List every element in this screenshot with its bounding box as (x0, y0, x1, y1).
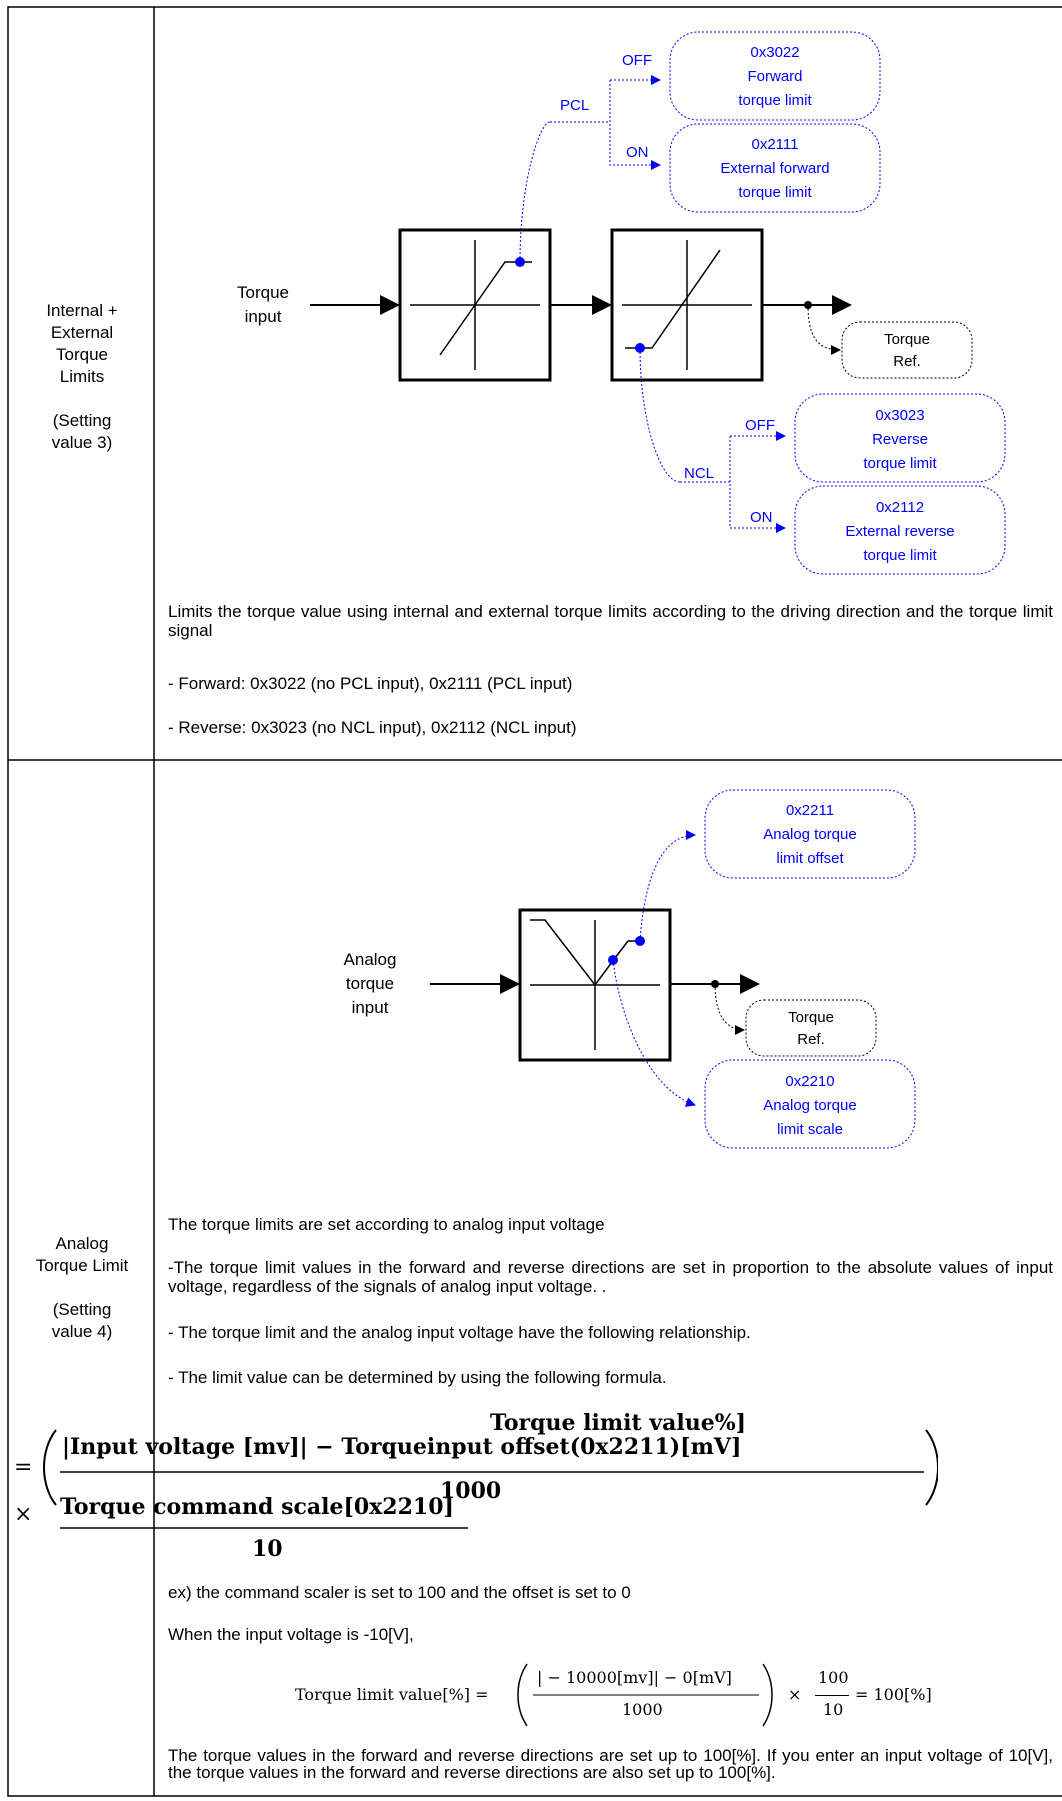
row1-paragraph-3: - Reverse: 0x3023 (no NCL input), 0x2112… (168, 718, 577, 737)
svg-text:Torque: Torque (237, 283, 289, 302)
svg-text:PCL: PCL (560, 97, 589, 114)
example-numerator: | − 10000[mv]| − 0[mV] (537, 1668, 732, 1687)
svg-text:OFF: OFF (622, 52, 652, 69)
svg-text:Torque: Torque (884, 331, 930, 348)
formula-equals: = (14, 1455, 33, 1480)
box-text: 0x3022 (750, 44, 799, 61)
example-line-1: ex) the command scaler is set to 100 and… (168, 1583, 631, 1602)
row1-label: Internal + External Torque Limits (Setti… (46, 301, 118, 452)
fwd-internal-box (669, 31, 881, 121)
rev-external-box (794, 485, 1006, 575)
example-scale-num: 100 (818, 1668, 849, 1687)
formula-title: Torque limit value%] (490, 1410, 747, 1436)
formula-numerator: |Input voltage [mv]| − Torqueinput offse… (62, 1434, 742, 1460)
formula-scale-denominator: 10 (252, 1536, 283, 1562)
svg-text:0x2111: 0x2111 (752, 136, 799, 153)
formula-times: × (14, 1502, 33, 1527)
svg-text:External reverse: External reverse (845, 523, 954, 540)
analog-limit-diagram: 0x2211 Analog torque limit offset 0x2210… (344, 789, 916, 1149)
box-text: Forward (747, 68, 802, 85)
row2-paragraph-2: -The torque limit values in the forward … (168, 1258, 1053, 1296)
example-denominator: 1000 (622, 1700, 663, 1719)
rev-internal-box (794, 393, 1006, 483)
svg-text:limit offset: limit offset (776, 850, 844, 867)
svg-text:input: input (245, 307, 282, 326)
row2-paragraph-3: - The torque limit and the analog input … (168, 1323, 751, 1342)
svg-text:ON: ON (626, 144, 649, 161)
svg-text:0x3023: 0x3023 (875, 407, 924, 424)
svg-text:Torque: Torque (788, 1009, 834, 1026)
svg-text:OFF: OFF (745, 417, 775, 434)
svg-text:Reverse: Reverse (872, 431, 928, 448)
formula-denominator: 1000 (440, 1478, 502, 1504)
svg-text:0x2210: 0x2210 (785, 1073, 834, 1090)
svg-text:NCL: NCL (684, 465, 714, 482)
svg-text:0x2112: 0x2112 (876, 499, 924, 516)
svg-text:Analog torque: Analog torque (763, 1097, 856, 1114)
row2-paragraph-5: The torque values in the forward and rev… (168, 1746, 1053, 1782)
row2-label: Analog Torque Limit (Setting value 4) (35, 1234, 129, 1341)
svg-text:torque: torque (346, 974, 394, 993)
svg-text:torque limit: torque limit (863, 455, 937, 472)
box-text: torque limit (738, 92, 812, 109)
svg-text:ON: ON (750, 509, 773, 526)
row2-paragraph-1: The torque limits are set according to a… (168, 1215, 605, 1234)
formula-parens (43, 1429, 938, 1506)
torque-ref-box (841, 321, 973, 379)
example-parens (517, 1663, 773, 1727)
torque-ref-box-2 (745, 999, 877, 1057)
svg-text:torque limit: torque limit (738, 184, 812, 201)
row1-paragraph-1: Limits the torque value using internal a… (168, 602, 1053, 640)
svg-text:limit scale: limit scale (777, 1121, 843, 1138)
example-lhs: Torque limit value[%] = (295, 1685, 489, 1704)
example-result: = 100[%] (855, 1685, 932, 1704)
scale-box (704, 1059, 916, 1149)
svg-text:External forward: External forward (720, 160, 829, 177)
svg-text:Ref.: Ref. (797, 1031, 825, 1048)
svg-text:Analog: Analog (344, 950, 397, 969)
svg-text:torque limit: torque limit (863, 547, 937, 564)
offset-box (704, 789, 916, 879)
row1-paragraph-2: - Forward: 0x3022 (no PCL input), 0x2111… (168, 674, 573, 693)
internal-external-limit-diagram: 0x3022 Forward torque limit 0x2111 Exter… (237, 31, 1006, 575)
example-line-2: When the input voltage is -10[V], (168, 1625, 414, 1644)
svg-text:Analog torque: Analog torque (763, 826, 856, 843)
fwd-external-box (669, 123, 881, 213)
row2-paragraph-4: - The limit value can be determined by u… (168, 1368, 667, 1387)
svg-text:input: input (352, 998, 389, 1017)
svg-text:0x2211: 0x2211 (786, 802, 834, 819)
example-times: × (788, 1685, 802, 1704)
example-scale-den: 10 (823, 1700, 844, 1719)
formula-scale-numerator: Torque command scale[0x2210] (60, 1494, 454, 1520)
svg-text:Ref.: Ref. (893, 353, 921, 370)
